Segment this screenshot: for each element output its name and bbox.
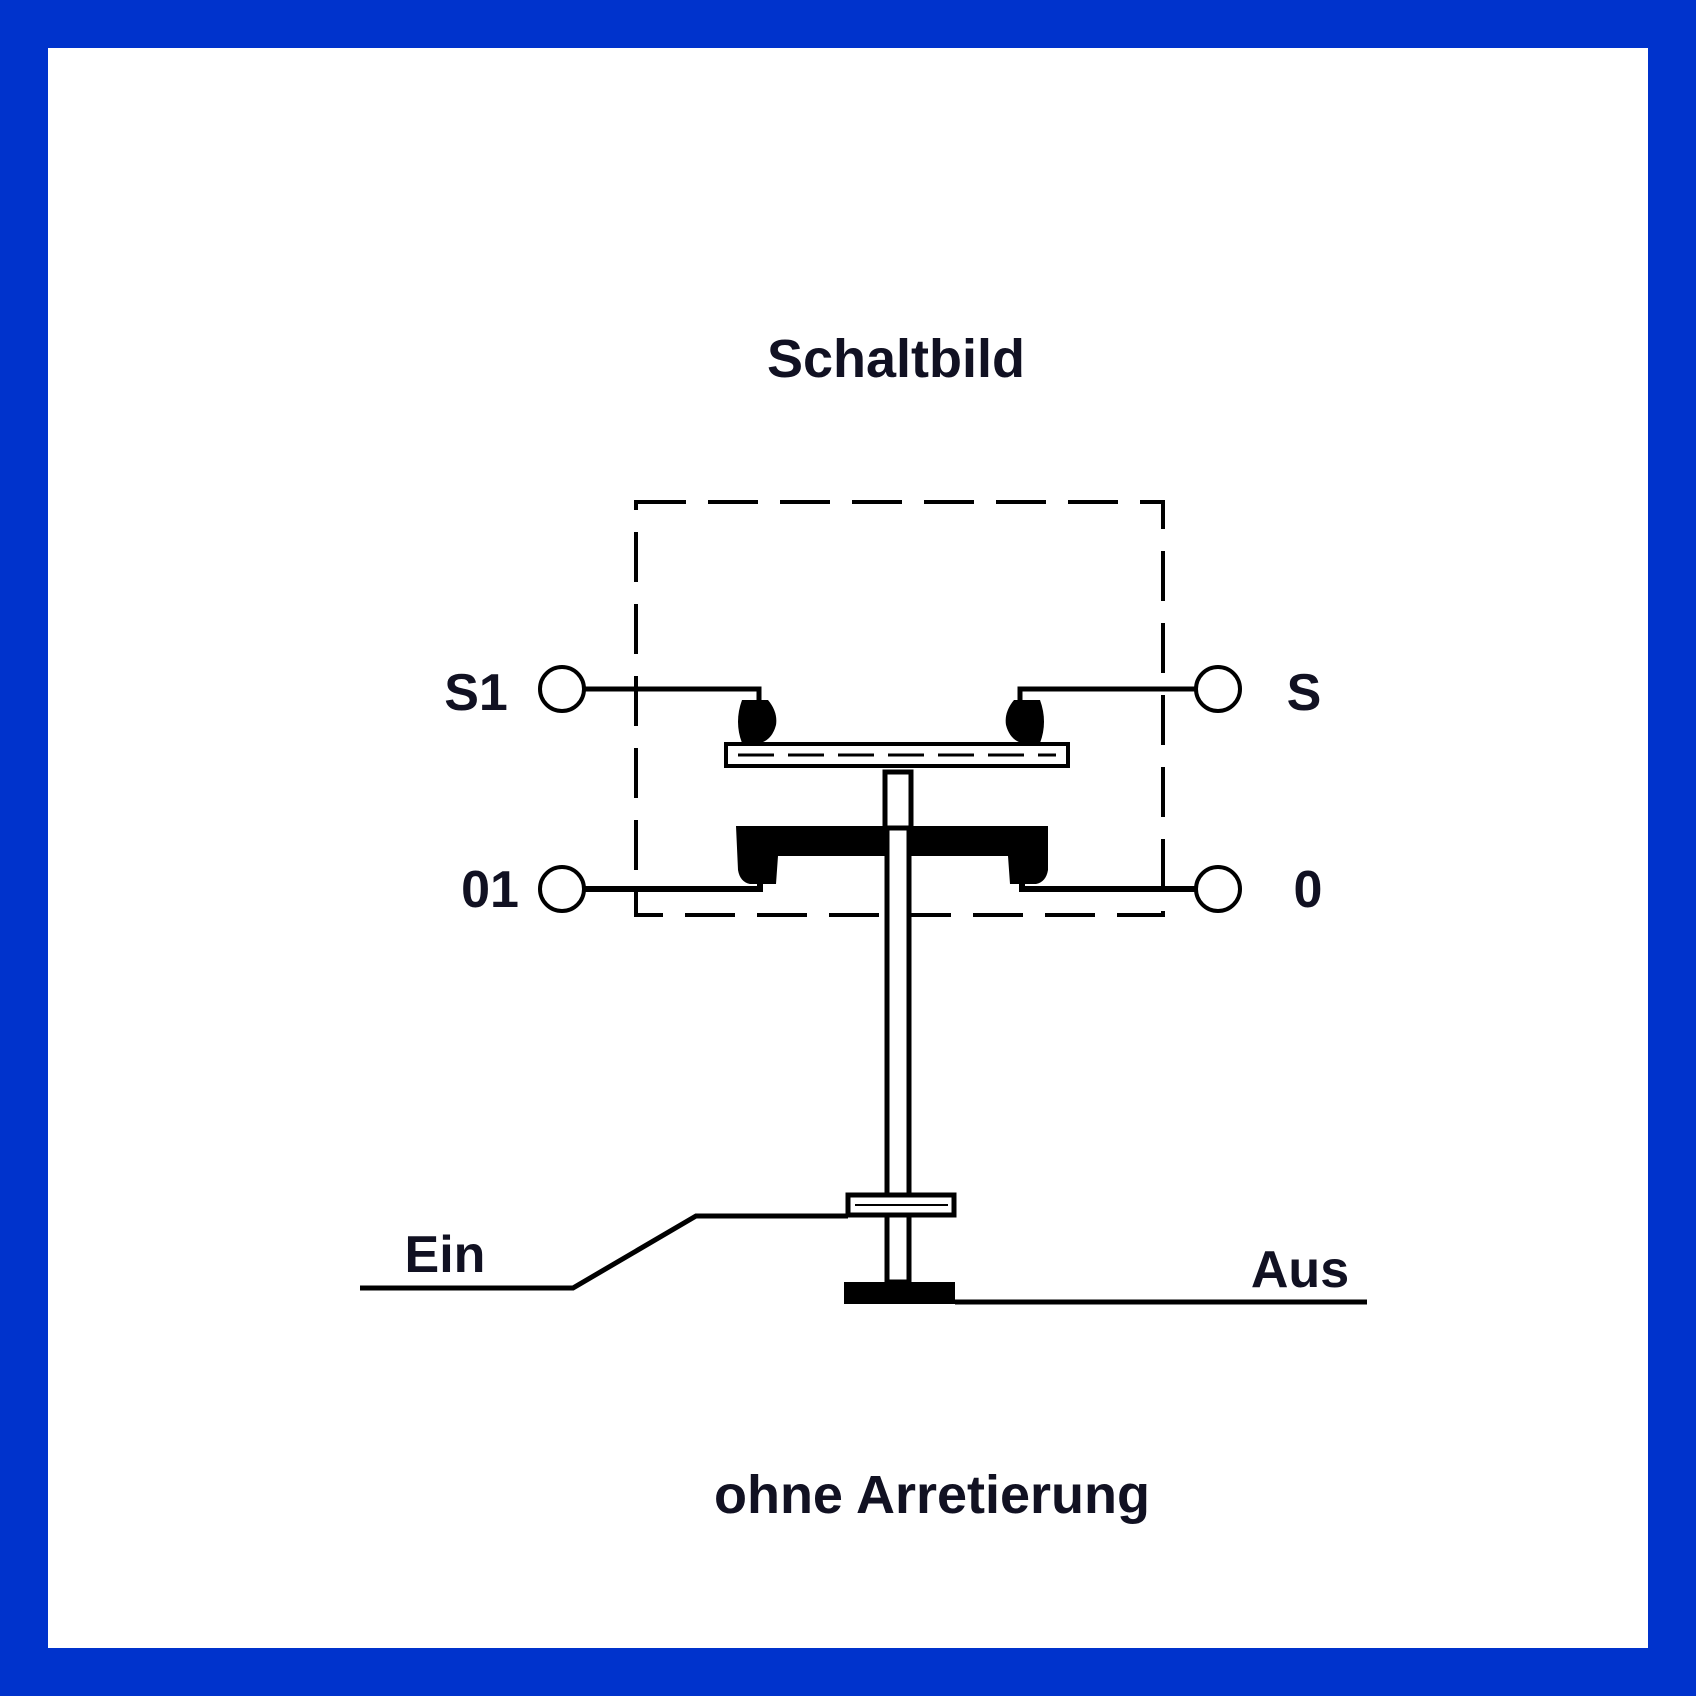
terminal-label-s1: S1 bbox=[444, 664, 508, 722]
terminal-s bbox=[1194, 665, 1242, 713]
contact-s1 bbox=[738, 700, 777, 743]
wire-s1 bbox=[584, 686, 762, 713]
terminal-0 bbox=[1194, 865, 1242, 913]
wire-s bbox=[1017, 686, 1196, 713]
terminal-label-0: 0 bbox=[1294, 861, 1323, 919]
wire-01 bbox=[584, 866, 763, 892]
diagram-caption: ohne Arretierung bbox=[714, 1465, 1150, 1525]
switch-housing bbox=[634, 500, 1165, 917]
position-label-off: Aus bbox=[1251, 1241, 1349, 1299]
terminal-01 bbox=[538, 865, 586, 913]
terminal-label-01: 01 bbox=[461, 861, 519, 919]
diagram-title: Schaltbild bbox=[767, 329, 1025, 389]
contact-s bbox=[1005, 700, 1044, 743]
terminal-label-s: S bbox=[1287, 664, 1322, 722]
plunger-base bbox=[844, 1282, 955, 1304]
position-label-on: Ein bbox=[405, 1226, 486, 1284]
plunger-top bbox=[882, 769, 914, 831]
terminal-s1 bbox=[538, 665, 586, 713]
wire-0 bbox=[1019, 866, 1196, 892]
position-line-on bbox=[360, 1213, 848, 1291]
